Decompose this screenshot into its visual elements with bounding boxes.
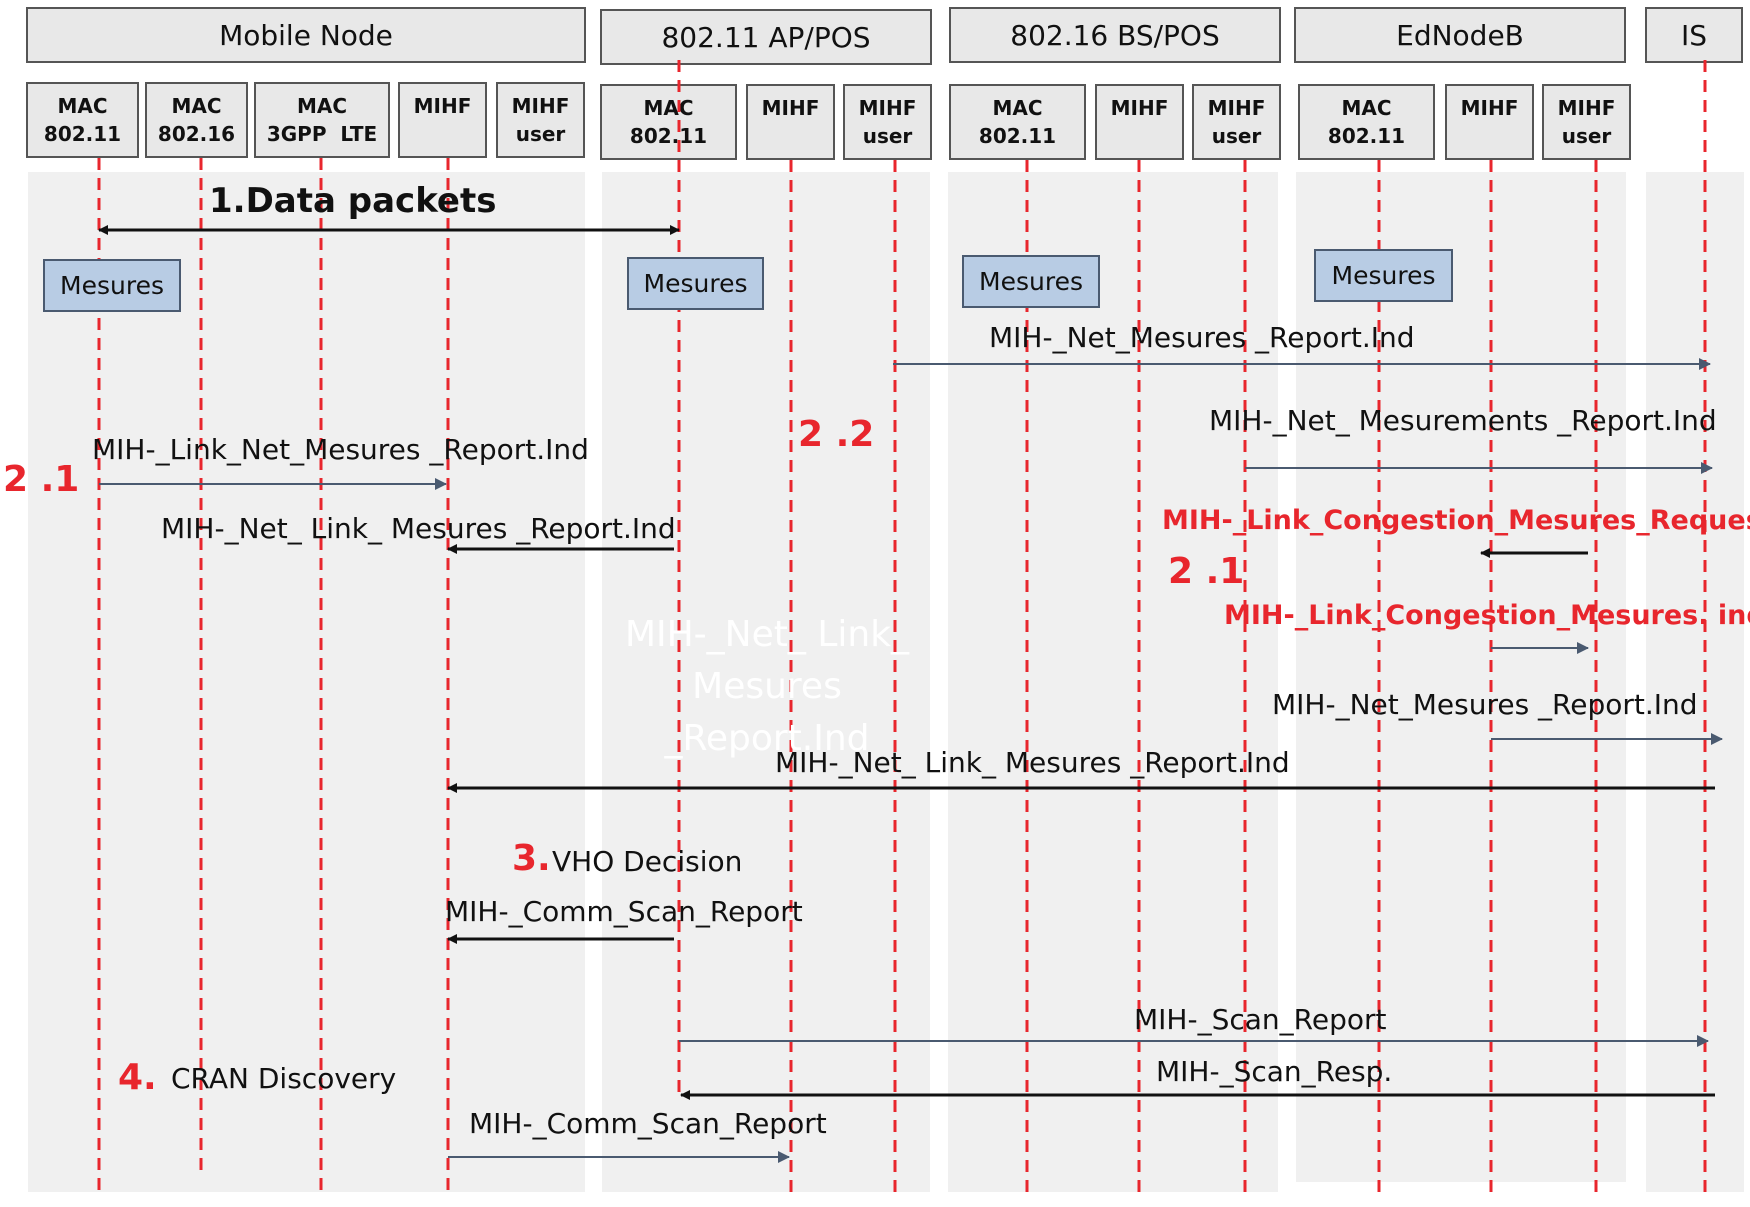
measure-box-mn: Mesures: [43, 259, 181, 312]
entity-line: MIHF: [1207, 96, 1266, 120]
ap-mihf-box: MIHF: [746, 84, 835, 160]
entity-line: user: [515, 122, 566, 146]
is-title: IS: [1680, 18, 1708, 52]
ednodeb-header: EdNodeB: [1294, 7, 1626, 63]
lifelines: [97, 60, 1707, 1198]
mn-mac-80216-box: MAC 802.16: [145, 82, 248, 158]
entity-line: MAC: [171, 94, 222, 118]
measure-label: Mesures: [1331, 261, 1436, 290]
ap-mac-box: MAC 802.11: [600, 84, 737, 160]
ednodeb-panel: [1296, 172, 1626, 1182]
measure-label: Mesures: [979, 267, 1083, 296]
entity-line: MIHF: [511, 94, 570, 118]
scan-report-label: MIH-_Scan_Report: [1134, 1003, 1387, 1036]
entity-line: 802.11: [978, 124, 1057, 148]
bs-mihf-user-box: MIHF user: [1192, 84, 1281, 160]
ap-mihf-user-box: MIHF user: [843, 84, 932, 160]
step-2-1-right: 2 .1: [1168, 551, 1245, 592]
enb-net-report-2-label: MIH-_Net_Mesures _Report.Ind: [1272, 688, 1698, 721]
entity-line: 802.11: [43, 122, 122, 146]
entity-line: MAC: [992, 96, 1043, 120]
mobile-node-title: Mobile Node: [219, 18, 393, 52]
mn-mac-80211-box: MAC 802.11: [26, 82, 139, 158]
bs-header: 802.16 BS/POS: [949, 7, 1281, 63]
enb-mihf-user-box: MIHF user: [1542, 84, 1631, 160]
measure-label: Mesures: [643, 269, 748, 298]
mn-mihf-user-box: MIHF user: [496, 82, 585, 158]
bs-title: 802.16 BS/POS: [1010, 18, 1220, 52]
entity-line: MIHF: [1110, 96, 1169, 120]
ednodeb-title: EdNodeB: [1396, 18, 1524, 52]
entity-line: MAC: [1341, 96, 1392, 120]
entity-line: user: [1561, 124, 1612, 148]
entity-line: MAC: [643, 96, 694, 120]
entity-line: 802.16: [157, 122, 236, 146]
is-net-link-report-label: MIH-_Net_ Link_ Mesures _Report.Ind: [775, 746, 1290, 779]
entity-line: MIHF: [858, 96, 917, 120]
data-packets-label: 1.Data packets: [209, 181, 497, 221]
comm-scan-report-2-label: MIH-_Comm_Scan_Report: [469, 1107, 827, 1140]
entity-line: 802.11: [629, 124, 708, 148]
bs-panel: [948, 172, 1278, 1192]
step-3: 3.: [512, 838, 551, 879]
mn-mihf-box: MIHF: [398, 82, 487, 158]
entity-line: MIHF: [413, 94, 472, 118]
entity-line: 3GPP LTE: [266, 122, 378, 146]
ap-net-link-report-label: MIH-_Net_ Link_ Mesures _Report.Ind: [161, 512, 676, 545]
cran-discovery-label: CRAN Discovery: [171, 1062, 397, 1095]
vho-decision-label: VHO Decision: [552, 845, 743, 878]
scan-resp-label: MIH-_Scan_Resp.: [1156, 1055, 1393, 1088]
entity-line: user: [862, 124, 913, 148]
measure-box-bs: Mesures: [962, 255, 1100, 308]
mn-link-net-report-label: MIH-_Link_Net_Mesures _Report.Ind: [92, 433, 589, 466]
congestion-ind-label: MIH-_Link_Congestion_Mesures. ind: [1224, 600, 1750, 631]
enb-net-report-label: MIH-_Net_ Mesurements _Report.Ind: [1209, 404, 1717, 437]
ap-panel: [602, 172, 930, 1192]
measure-box-enb: Mesures: [1314, 249, 1453, 302]
bs-mihf-box: MIHF: [1095, 84, 1184, 160]
bs-mac-box: MAC 802.11: [949, 84, 1086, 160]
mobile-node-panel: [28, 172, 585, 1192]
mobile-node-header: Mobile Node: [26, 7, 586, 63]
comm-scan-report-1-label: MIH-_Comm_Scan_Report: [445, 895, 803, 928]
is-header: IS: [1645, 7, 1743, 63]
entity-line: MIHF: [1460, 96, 1519, 120]
entity-line: 802.11: [1327, 124, 1406, 148]
entity-line: MIHF: [761, 96, 820, 120]
step-2-2: 2 .2: [798, 414, 875, 455]
entity-line: MIHF: [1557, 96, 1616, 120]
entity-line: user: [1211, 124, 1262, 148]
measure-box-ap: Mesures: [627, 257, 764, 310]
bs-net-report-label: MIH-_Net_Mesures _Report.Ind: [989, 321, 1415, 354]
ap-title: 802.11 AP/POS: [661, 20, 871, 54]
enb-mihf-box: MIHF: [1445, 84, 1534, 160]
step-2-1-left: 2 .1: [3, 459, 80, 500]
is-panel: [1646, 172, 1744, 1192]
step-4: 4.: [118, 1057, 157, 1098]
measure-label: Mesures: [60, 271, 164, 300]
ap-header: 802.11 AP/POS: [600, 9, 932, 65]
entity-line: MAC: [57, 94, 108, 118]
ghost-report-label: MIH-_Net_ Link_ Mesures _Report.Ind: [624, 614, 910, 759]
entity-line: MAC: [296, 94, 348, 118]
enb-mac-box: MAC 802.11: [1298, 84, 1435, 160]
mn-mac-3gpp-box: MAC 3GPP LTE: [254, 82, 390, 158]
congestion-request-label: MIH-_Link_Congestion_Mesures_Request: [1162, 505, 1750, 536]
